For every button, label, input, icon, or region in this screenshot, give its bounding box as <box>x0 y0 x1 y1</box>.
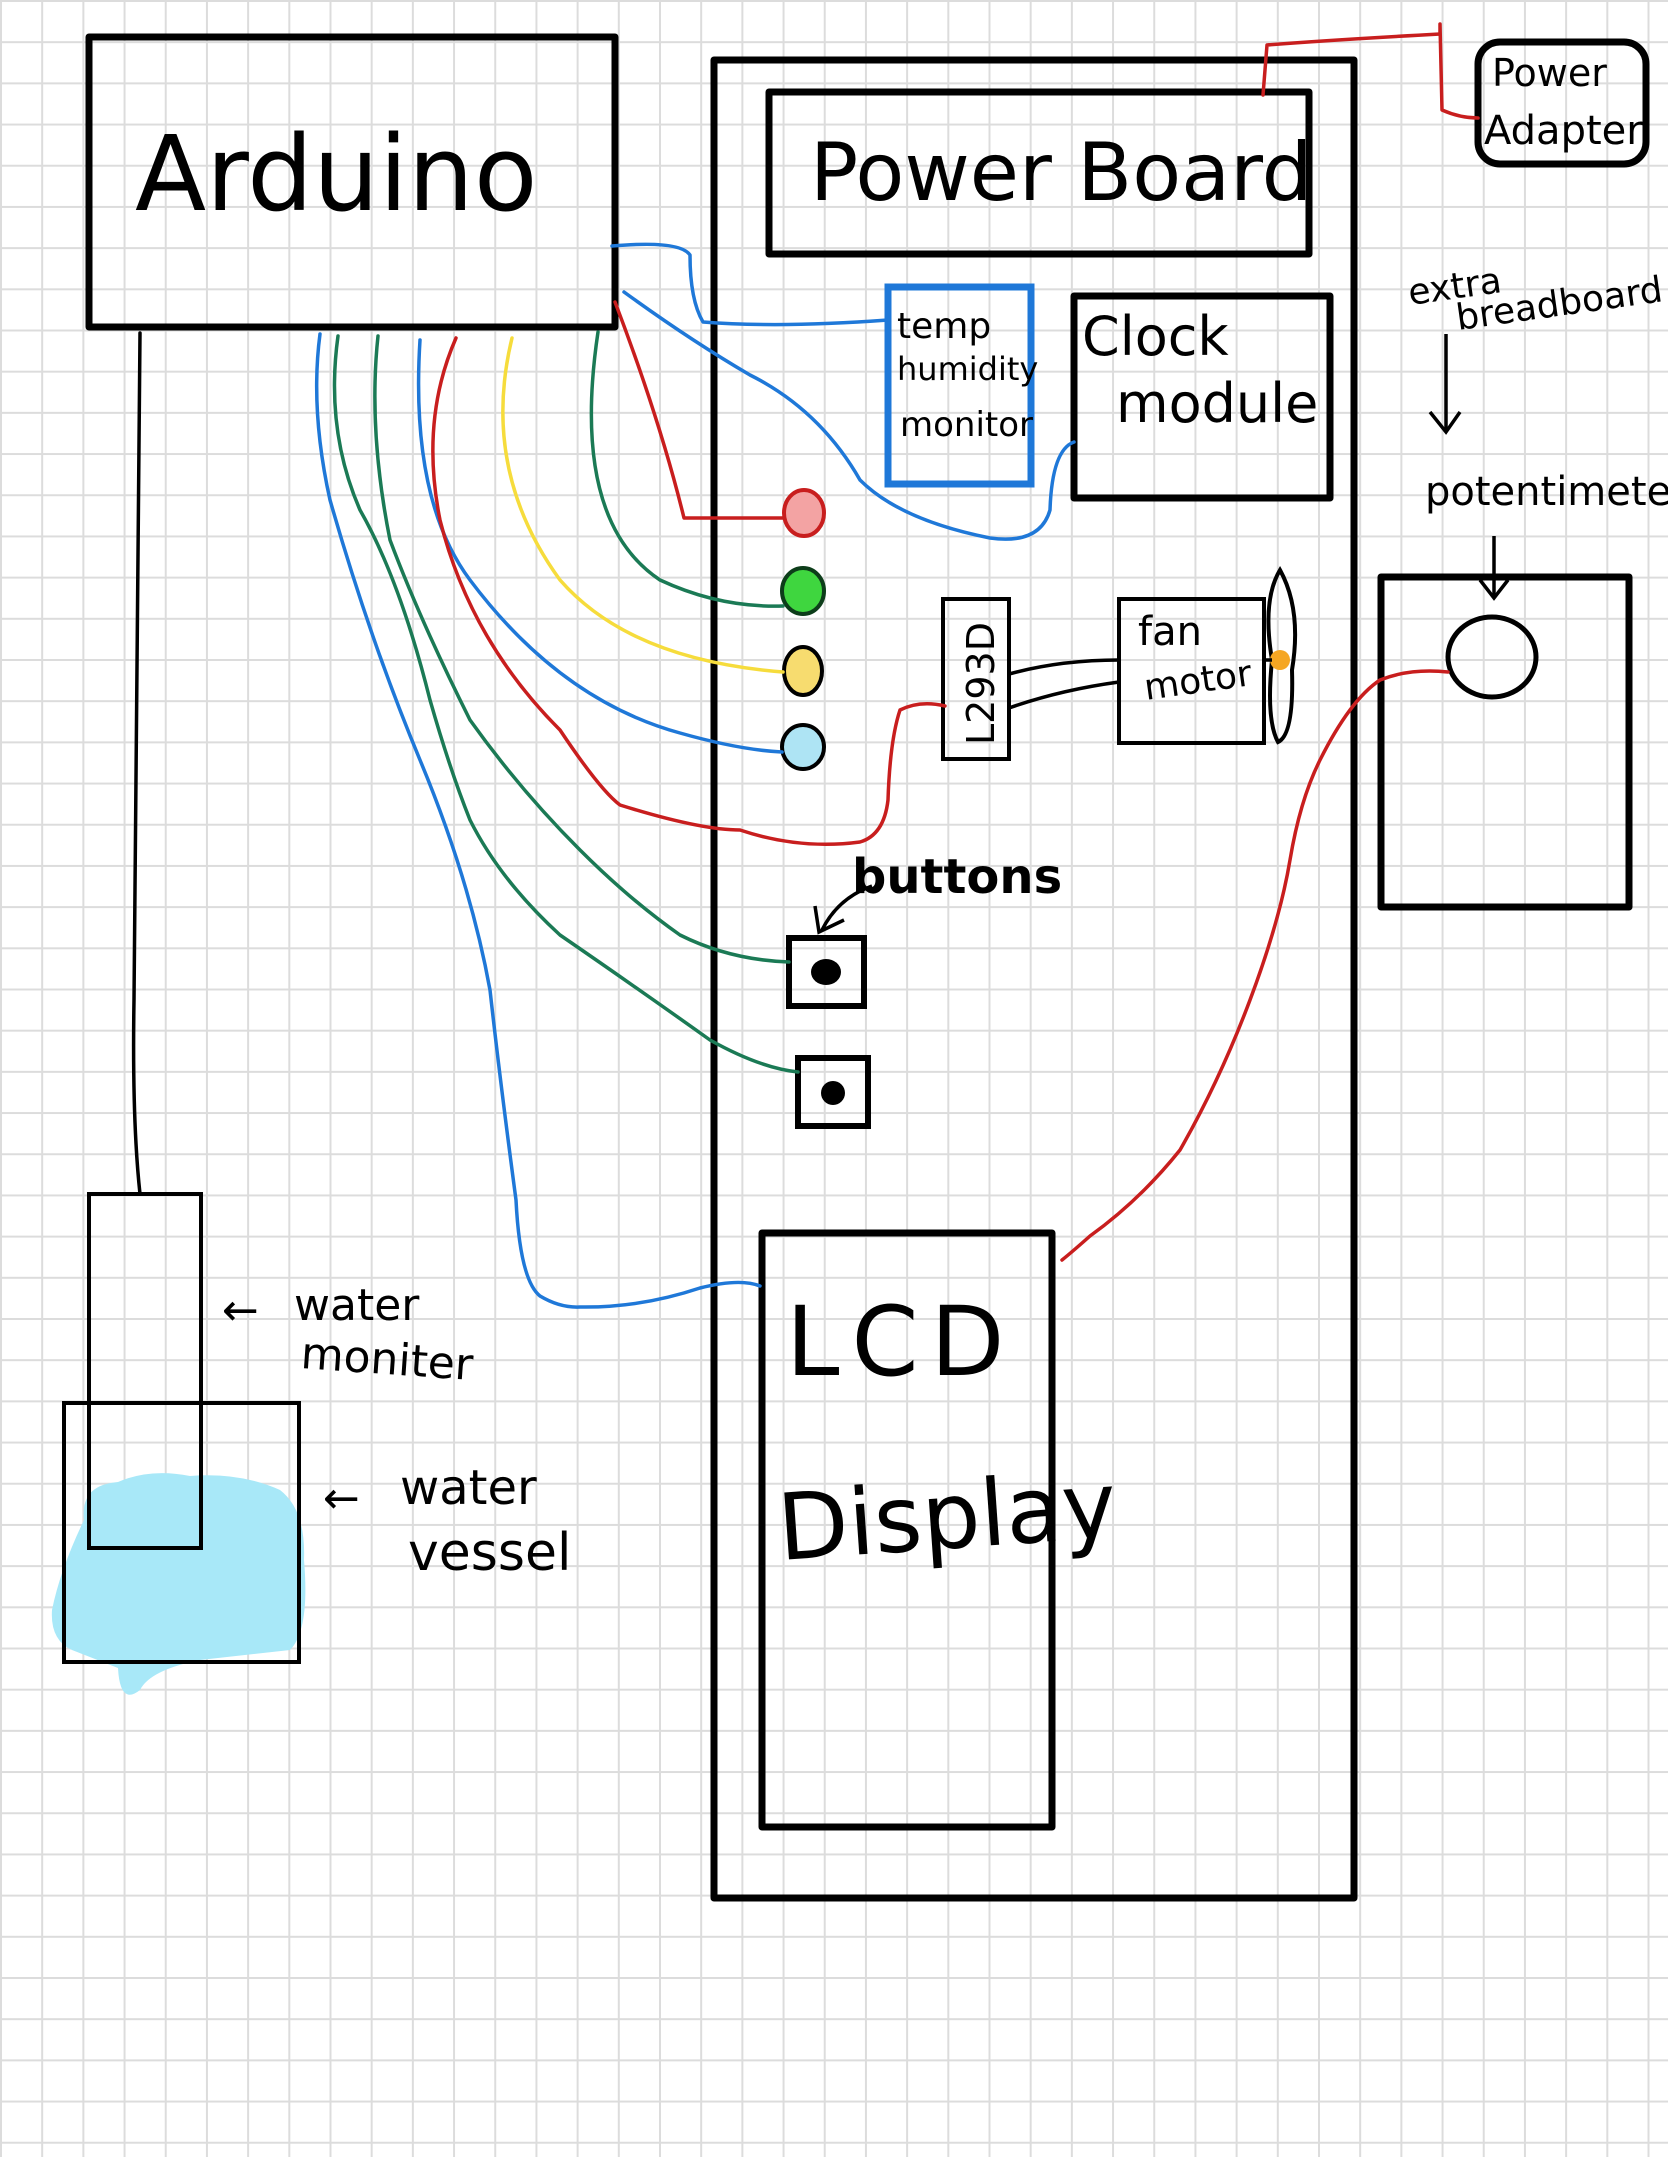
button-1-cap <box>811 959 841 985</box>
arduino-box <box>85 33 619 331</box>
potentiometer-label: potentimeter <box>1425 469 1668 515</box>
water-vessel-arrow: ← <box>323 1473 360 1524</box>
buttons-arrow-shaft <box>820 884 873 931</box>
potentiometer-knob <box>1445 614 1539 700</box>
water-vessel-label-2: vessel <box>408 1523 571 1583</box>
pot-arrow-head <box>1478 578 1510 601</box>
power-adapter-box <box>1474 38 1650 168</box>
water-monitor-label-1: water <box>294 1280 420 1331</box>
fan-label-1: fan <box>1138 609 1202 655</box>
lcd-label-1: LCD <box>786 1286 1016 1398</box>
power-board-box <box>765 88 1313 258</box>
wire-green-button-2 <box>332 334 800 1074</box>
power-adapter-label-2: Adapter <box>1484 108 1643 154</box>
l293d-chip <box>941 597 1011 761</box>
water-vessel-box <box>62 1401 301 1664</box>
wire-blue-led <box>416 338 784 754</box>
temp-label-1: temp <box>897 306 991 347</box>
wire-red-lcd-potentiometer <box>1060 669 1450 1262</box>
water-vessel-label-1: water <box>400 1460 537 1516</box>
buttons-arrow-head <box>813 905 845 935</box>
led-red <box>782 488 826 538</box>
clock-label-1: Clock <box>1082 305 1229 368</box>
l293d-label: L293D <box>959 622 1003 745</box>
clock-label-2: module <box>1116 372 1318 435</box>
led-yellow <box>782 645 824 697</box>
wire-yellow-led <box>501 336 785 674</box>
led-green <box>780 566 826 616</box>
temp-humidity-monitor-box <box>884 283 1035 488</box>
lcd-display-box <box>758 1229 1056 1831</box>
wire-green-led <box>589 330 785 608</box>
power-board-label: Power Board <box>810 126 1312 219</box>
water-monitor-label-2: moniter <box>299 1328 475 1391</box>
fan-blade-icon <box>1266 565 1298 745</box>
l293d-fan-wire-1 <box>1007 658 1121 676</box>
temp-label-3: monitor <box>900 405 1033 445</box>
extra-breadboard-box <box>1377 573 1633 911</box>
wire-green-button-1 <box>373 334 791 964</box>
main-breadboard <box>710 56 1358 1902</box>
button-1 <box>786 935 867 1009</box>
l293d-fan-wire-2 <box>1007 680 1121 710</box>
water-monitor-arrow: ← <box>222 1285 259 1336</box>
wire-red-led <box>613 300 786 520</box>
button-2 <box>795 1055 871 1129</box>
extra-arrow-head <box>1428 410 1462 435</box>
wire-blue-temp-monitor <box>610 242 890 327</box>
clock-module-box <box>1070 292 1334 502</box>
water-fill <box>51 1473 306 1695</box>
button-2-cap <box>821 1081 845 1105</box>
buttons-label: buttons <box>852 849 1062 905</box>
fan-label-2: motor <box>1142 653 1255 709</box>
wire-black-water-monitor <box>131 331 142 1196</box>
wire-red-l293d <box>431 336 947 846</box>
temp-label-2: humidity <box>897 350 1038 388</box>
fan-hub-icon <box>1270 650 1290 670</box>
arduino-label: Arduino <box>135 113 537 235</box>
led-blue <box>780 723 826 771</box>
water-monitor-sensor <box>87 1192 203 1550</box>
wire-red-power-adapter <box>1261 22 1480 120</box>
fan-motor-box <box>1117 597 1266 745</box>
power-adapter-label-1: Power <box>1492 51 1607 95</box>
lcd-label-2: Display <box>774 1452 1120 1582</box>
wire-blue-clock-module <box>622 290 1076 541</box>
wire-blue-lcd <box>314 332 762 1309</box>
